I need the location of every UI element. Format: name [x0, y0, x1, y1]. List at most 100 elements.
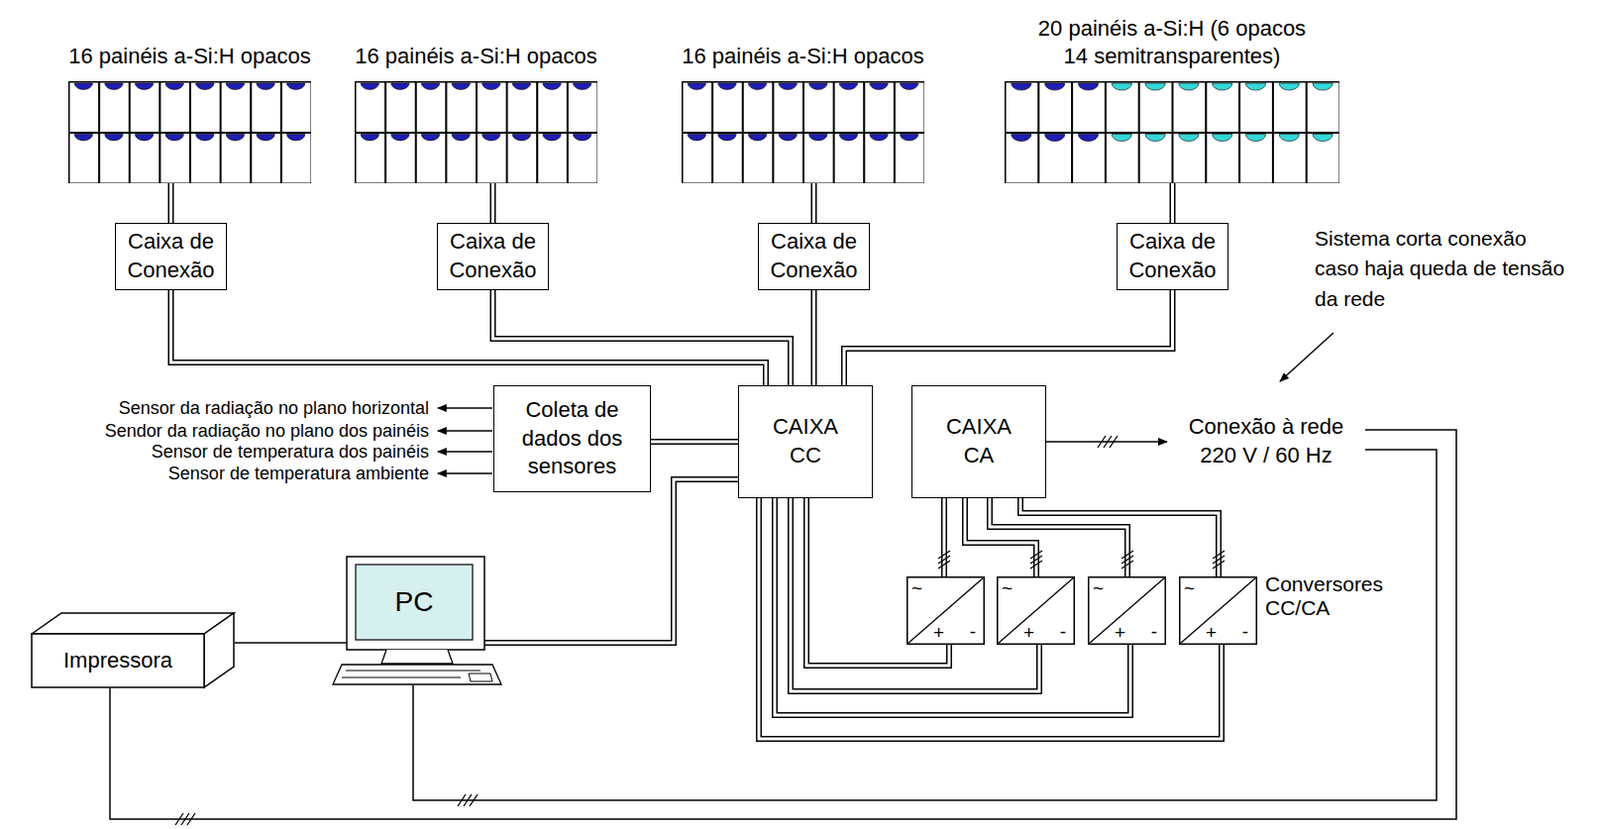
inverter-diagonal [1179, 577, 1257, 644]
computer-drawing [331, 555, 503, 686]
sensor-arrow [437, 472, 493, 474]
dc-cable [774, 498, 1131, 716]
panel-cell [281, 132, 312, 184]
cell-mark [542, 83, 561, 90]
cell-mark [1145, 83, 1166, 91]
terminal-mark: + [1023, 623, 1035, 642]
cell-mark [105, 134, 123, 141]
group-label: Conversores CC/CA [1265, 572, 1404, 621]
inverter-outline [997, 577, 1075, 645]
tick-marks [938, 550, 951, 569]
node-text: 16 painéis a-Si:H opacos [327, 42, 626, 72]
panel-cell [416, 82, 446, 133]
cell-mark [256, 134, 275, 141]
cable-core [493, 290, 792, 386]
cable-core [844, 290, 1174, 386]
panel-cell [1105, 132, 1139, 184]
panel-cell [507, 132, 537, 184]
panel-cell [1005, 82, 1039, 133]
node-text: Caixa de Conexão [119, 227, 223, 285]
panel-cell [416, 132, 446, 184]
panel-cell [712, 132, 743, 184]
cell-mark [1011, 83, 1032, 91]
sensor-label: Sensor de temperatura dos painéis [151, 441, 429, 463]
panel-cell [894, 82, 925, 133]
cable-core [169, 183, 173, 223]
printer: Impressora [30, 612, 235, 689]
process-box: Caixa de Conexão [114, 222, 227, 291]
tick-marks [1097, 435, 1118, 448]
panel-cell [1173, 132, 1206, 184]
cable-outline [168, 183, 175, 223]
cable-core [650, 440, 739, 444]
grid-connection: Conexão à rede 220 V / 60 Hz [1167, 404, 1366, 480]
tick-marks [1030, 550, 1043, 569]
panel-cell [251, 82, 282, 133]
printer-side [204, 613, 234, 688]
cell-mark [869, 83, 888, 90]
computer: PC [331, 555, 503, 686]
cell-mark [391, 134, 410, 141]
callout-arrow [1280, 332, 1334, 382]
panel-cell [1206, 132, 1240, 184]
cell-mark [1245, 83, 1266, 91]
cell-mark [451, 134, 470, 141]
panel-cell [864, 82, 895, 133]
panel-cell [355, 132, 386, 184]
node-text: CAIXA CA [934, 413, 1024, 470]
panel-cell [129, 82, 160, 133]
signal-line [234, 642, 347, 644]
process-box: Coleta de dados dos sensores [493, 385, 651, 493]
note-label: Sistema corta conexão caso haja queda de… [1314, 223, 1575, 315]
process-box: Caixa de Conexão [1116, 222, 1229, 291]
sensor-arrow [437, 450, 493, 452]
cell-mark [1245, 134, 1266, 142]
cell-mark [1279, 83, 1299, 91]
inverter-symbol: ~+- [996, 576, 1075, 645]
cell-mark [1011, 134, 1032, 142]
cell-mark [809, 83, 828, 90]
cable-outline [1170, 183, 1176, 223]
panel-cell [476, 132, 507, 184]
panel-cell [1273, 82, 1306, 133]
node-text: Caixa de Conexão [762, 227, 866, 285]
cell-mark [134, 83, 153, 90]
cable-outline [758, 498, 1222, 740]
cell-mark [1312, 83, 1333, 91]
cable-outline [650, 438, 739, 445]
panel-array: 20 painéis a-Si:H (6 opacos 14 semitrans… [1004, 81, 1340, 184]
panel-cell [69, 132, 100, 184]
panel-cell [251, 132, 282, 184]
panel-cell [1173, 82, 1206, 133]
cell-mark [360, 134, 379, 141]
node-text: 16 painéis a-Si:H opacos [41, 42, 339, 72]
panel-cell [1239, 132, 1273, 184]
panel-cell [567, 82, 598, 133]
cell-mark [718, 134, 737, 141]
panel-cell [834, 82, 864, 133]
cell-mark [1045, 134, 1066, 142]
phase-ticks [175, 435, 1225, 826]
cable-outline [493, 290, 792, 386]
panel-cell [190, 132, 220, 184]
cell-mark [196, 83, 214, 90]
panel-cell [712, 82, 743, 133]
panel-grid [681, 81, 925, 184]
terminal-mark: + [933, 623, 945, 642]
cell-mark [747, 83, 766, 90]
cell-mark [512, 134, 531, 141]
terminal-mark: ~ [1092, 578, 1104, 598]
cable-outline [811, 183, 818, 223]
screen [355, 564, 473, 640]
node-text: Caixa de Conexão [1121, 227, 1225, 285]
panel-grid [354, 81, 598, 184]
cell-mark [839, 134, 857, 141]
panel-cell [446, 82, 477, 133]
terminal-mark: - [1060, 622, 1067, 641]
cell-mark [900, 134, 919, 141]
panel-cell [1139, 132, 1173, 184]
cell-mark [747, 134, 766, 141]
inverter-diagonal [907, 577, 984, 644]
cable-outline [844, 290, 1174, 386]
cell-mark [778, 134, 797, 141]
